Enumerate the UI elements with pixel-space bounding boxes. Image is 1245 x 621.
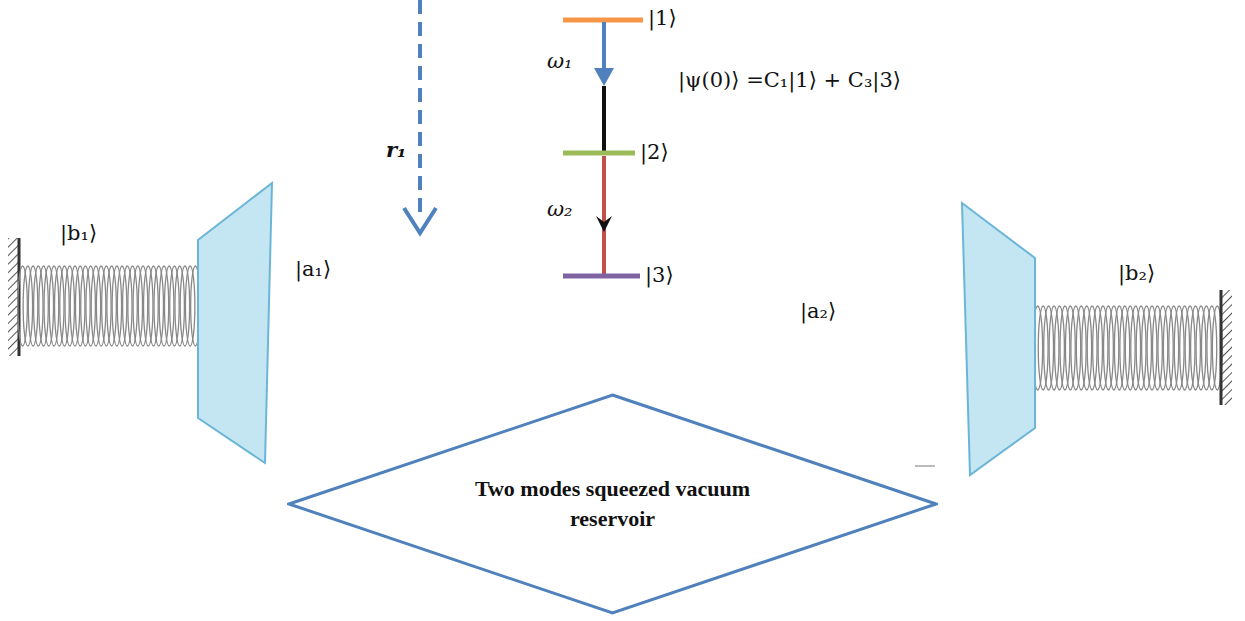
wall: [1222, 290, 1232, 405]
level-3: [563, 274, 640, 279]
transition-line: [602, 86, 606, 152]
mode-label: |a₂⟩: [800, 300, 836, 323]
wall: [1220, 290, 1223, 405]
mirror: [198, 183, 272, 463]
diamond-outline: [287, 393, 938, 615]
frequency-label: ω₂: [547, 198, 573, 221]
level-2: [563, 151, 635, 156]
mirror: [962, 203, 1035, 475]
node-text: Two modes squeezed vacuum reservoir: [463, 474, 762, 533]
transition-arrow: [602, 22, 606, 70]
tick-mark: [915, 465, 935, 467]
spring: [1033, 306, 1222, 390]
mode-label: |a₁⟩: [295, 258, 331, 281]
state-label: |3⟩: [645, 264, 674, 287]
frequency-label: ω₁: [547, 50, 573, 73]
state-label: |2⟩: [640, 141, 669, 164]
spring: [18, 266, 200, 346]
level-1: [563, 18, 643, 23]
state-label: |1⟩: [648, 7, 677, 30]
transition-line: [602, 156, 606, 274]
reservoir-diamond: Two modes squeezed vacuum reservoir: [287, 393, 938, 615]
wall: [8, 238, 18, 356]
mode-label: |b₂⟩: [1118, 262, 1155, 285]
arrow-head: [596, 216, 612, 232]
arrow-head: [404, 208, 436, 233]
state-equation: |ψ(0)⟩ =C₁|1⟩ + C₃|3⟩: [678, 69, 901, 92]
path-label: r₁: [386, 138, 406, 161]
dashed-path: [418, 0, 422, 215]
mode-label: |b₁⟩: [60, 222, 97, 245]
arrow-head: [594, 68, 614, 86]
